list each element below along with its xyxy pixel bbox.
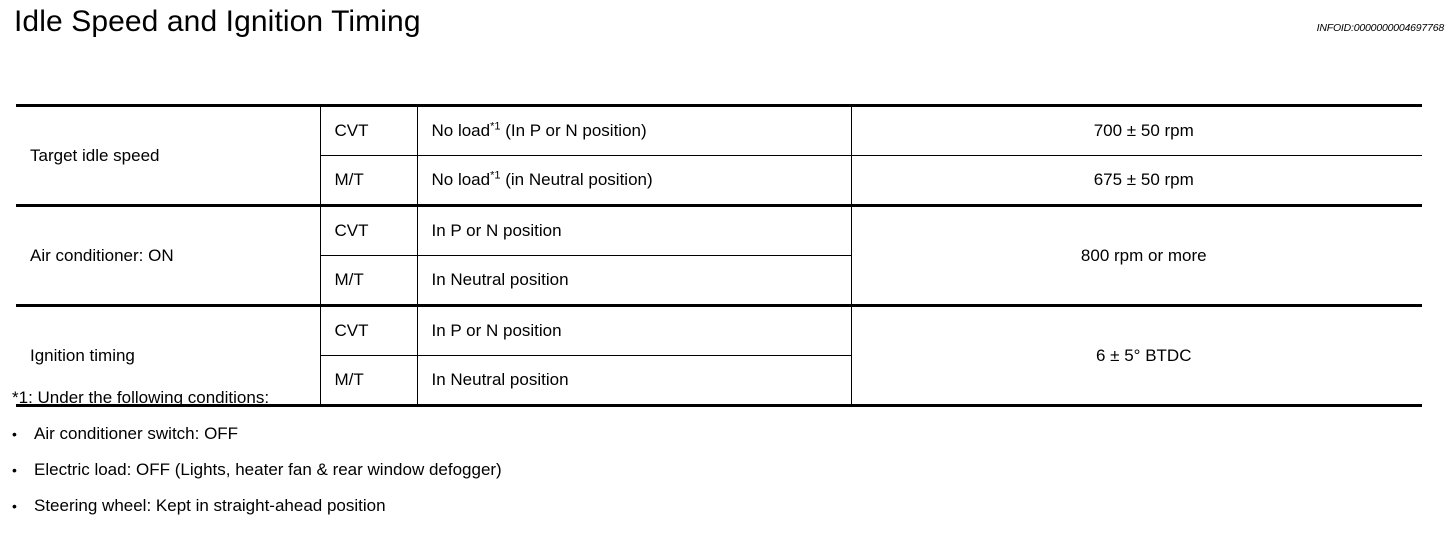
bullet-icon: • bbox=[12, 462, 17, 478]
table-row: Ignition timing CVT In P or N position 6… bbox=[16, 304, 1422, 407]
condition-text-prefix: No load bbox=[431, 170, 491, 190]
infoid-label: INFOID:0000000004697768 bbox=[1316, 22, 1445, 34]
transmission-label: CVT bbox=[319, 204, 417, 256]
spec-item-label: Target idle speed bbox=[16, 104, 320, 206]
bullet-icon: • bbox=[12, 498, 17, 514]
condition-text-prefix: In Neutral position bbox=[431, 370, 569, 390]
condition-text-suffix: (In P or N position) bbox=[500, 121, 647, 141]
spec-value-merged: 800 rpm or more bbox=[850, 204, 1422, 306]
footnote-item-text: Air conditioner switch: OFF bbox=[34, 424, 239, 443]
spec-value: 675 ± 50 rpm bbox=[850, 155, 1422, 206]
footnote-marker: *1 bbox=[490, 120, 501, 133]
footnotes-section: *1: Under the following conditions: • Ai… bbox=[12, 380, 1012, 524]
table-row: Target idle speed CVT No load*1 (In P or… bbox=[16, 104, 1422, 206]
footnote-list-item: • Electric load: OFF (Lights, heater fan… bbox=[12, 452, 1012, 488]
bullet-icon: • bbox=[12, 426, 17, 442]
condition-text-prefix: No load bbox=[431, 121, 491, 141]
transmission-label: CVT bbox=[319, 104, 417, 156]
condition-cell: No load*1 (in Neutral position) bbox=[416, 155, 851, 206]
condition-text-suffix: (in Neutral position) bbox=[500, 170, 653, 190]
footnote-item-text: Steering wheel: Kept in straight-ahead p… bbox=[34, 496, 386, 515]
page-title: Idle Speed and Ignition Timing bbox=[14, 5, 421, 38]
spec-value: 700 ± 50 rpm bbox=[850, 104, 1422, 156]
condition-cell: In Neutral position bbox=[416, 255, 851, 306]
table-row: M/T No load*1 (in Neutral position) 675 … bbox=[16, 155, 1422, 206]
footnote-list-item: • Air conditioner switch: OFF bbox=[12, 416, 1012, 452]
spec-value-merged: 6 ± 5° BTDC bbox=[850, 304, 1422, 407]
spec-table-container: Target idle speed CVT No load*1 (In P or… bbox=[16, 104, 1422, 407]
transmission-label: CVT bbox=[319, 304, 417, 356]
transmission-label: M/T bbox=[319, 155, 417, 206]
condition-text-prefix: In P or N position bbox=[431, 321, 562, 341]
table-row: M/T In Neutral position bbox=[16, 355, 1422, 407]
condition-cell: In P or N position bbox=[416, 204, 851, 256]
condition-text-prefix: In P or N position bbox=[431, 221, 562, 241]
spec-item-label: Air conditioner: ON bbox=[16, 204, 320, 306]
footnote-marker: *1 bbox=[490, 169, 501, 182]
condition-cell: No load*1 (In P or N position) bbox=[416, 104, 851, 156]
table-row: Air conditioner: ON CVT In P or N positi… bbox=[16, 204, 1422, 306]
footnote-heading: *1: Under the following conditions: bbox=[12, 388, 270, 407]
spec-item-label: Ignition timing bbox=[16, 304, 320, 407]
transmission-label: M/T bbox=[319, 355, 417, 407]
condition-cell: In P or N position bbox=[416, 304, 851, 356]
footnote-list-item: • Steering wheel: Kept in straight-ahead… bbox=[12, 488, 1012, 524]
condition-cell: In Neutral position bbox=[416, 355, 851, 407]
transmission-label: M/T bbox=[319, 255, 417, 306]
condition-text-prefix: In Neutral position bbox=[431, 270, 569, 290]
table-row: M/T In Neutral position bbox=[16, 255, 1422, 306]
footnote-item-text: Electric load: OFF (Lights, heater fan &… bbox=[34, 460, 502, 479]
idle-speed-spec-table: Target idle speed CVT No load*1 (In P or… bbox=[16, 104, 1422, 407]
